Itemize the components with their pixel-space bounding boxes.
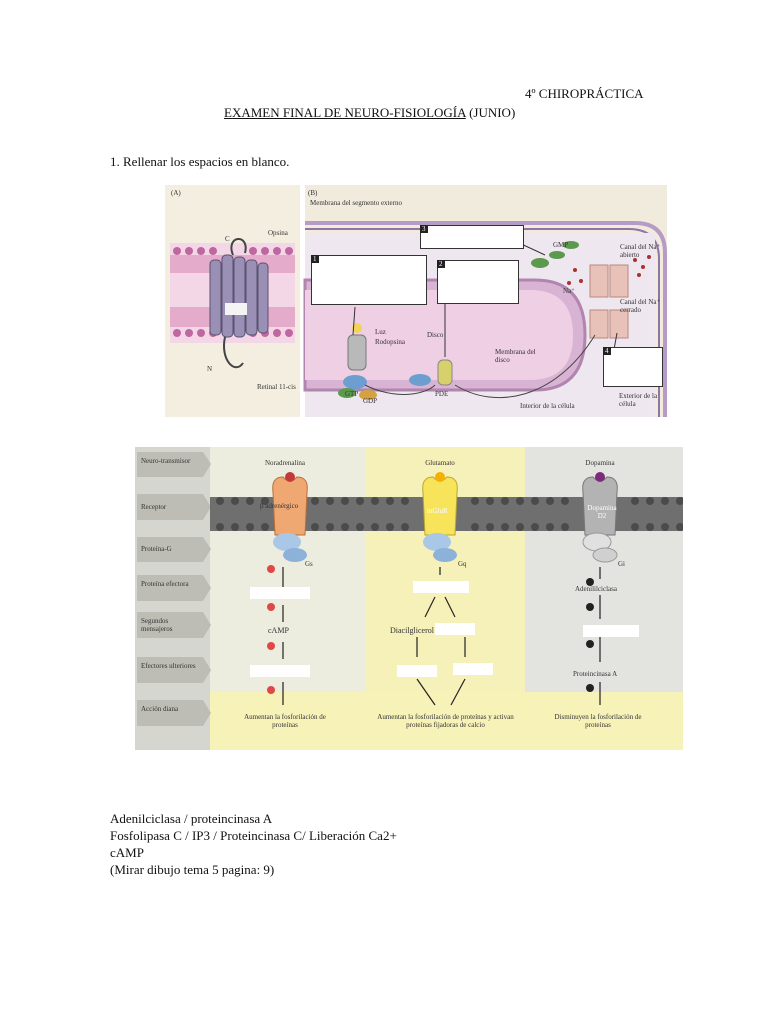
blank-box-4[interactable]: 4 <box>603 347 663 387</box>
blank-number-1: 1 <box>311 255 319 263</box>
answer-line-2: Fosfolipasa C / IP3 / Proteincinasa C/ L… <box>110 828 397 843</box>
row-label-neurotransmitter: Neuro-transmisor <box>141 457 191 465</box>
label-gmp: GMP <box>553 241 569 249</box>
blank-number-4: 4 <box>603 347 611 355</box>
course-label: 4º CHIROPRÁCTICA <box>525 86 644 101</box>
blank-box-3[interactable]: 3 <box>420 225 524 249</box>
col2-action: Aumentan la fosforilación de proteínas y… <box>377 713 514 729</box>
col2-second-messenger: Diacilglicerol <box>390 626 434 635</box>
answer-line-4: (Mirar dibujo tema 5 pagina: 9) <box>110 862 275 877</box>
label-rhodopsin: Rodopsina <box>375 338 405 346</box>
col3-receptor: Dopamina D2 <box>587 504 617 520</box>
col3-blank-second-messenger[interactable] <box>583 625 639 637</box>
exam-title: EXAMEN FINAL DE NEURO-FISIOLOGÍA (JUNIO) <box>224 105 515 121</box>
blank-number-3: 3 <box>420 225 428 233</box>
answer-line-3: cAMP <box>110 845 144 860</box>
col1-g-protein: Gs <box>305 560 313 568</box>
label-gdp: GDP <box>363 397 378 405</box>
label-channel-closed: Canal del Na⁺ cerrado <box>620 298 661 314</box>
figure-phototransduction: (A) C Opsina N Retinal 11-cis (B) Membra… <box>165 185 667 417</box>
row-label-g-protein: Proteína-G <box>141 545 172 553</box>
col1-blank-effector[interactable] <box>250 587 310 599</box>
col2-blank-further-effector-1[interactable] <box>397 665 437 677</box>
col3-action: Disminuyen la fosforilación de proteínas <box>554 713 642 729</box>
question-1-prompt: 1. Rellenar los espacios en blanco. <box>110 154 290 169</box>
col2-blank-effector[interactable] <box>413 581 469 593</box>
col2-g-protein: Gq <box>458 560 467 568</box>
label-channel-open: Canal del Na⁺ abierto <box>620 243 661 259</box>
figure-g-protein-pathways: Neuro-transmisor Receptor Proteína-G Pro… <box>135 447 684 750</box>
label-c-terminal: C <box>225 235 230 243</box>
row-label-receptor: Receptor <box>141 503 167 511</box>
col2-blank-further-effector-2[interactable] <box>453 663 493 675</box>
col2-neurotransmitter: Glutamato <box>425 459 455 467</box>
blank-number-2: 2 <box>437 260 445 268</box>
exam-title-suffix: (JUNIO) <box>465 105 516 120</box>
col2-receptor: mGluR <box>427 507 448 515</box>
col1-neurotransmitter: Noradrenalina <box>264 459 306 467</box>
panel-a-label: (A) <box>171 189 181 197</box>
label-opsin: Opsina <box>268 229 288 237</box>
label-na: Na⁺ <box>563 287 575 295</box>
label-pde: PDE <box>435 390 449 398</box>
label-n-terminal: N <box>207 365 213 373</box>
col3-further-effector: Proteincinasa A <box>573 670 618 678</box>
g-protein-diagram <box>135 447 684 750</box>
exam-title-main: EXAMEN FINAL DE NEURO-FISIOLOGÍA <box>224 105 466 120</box>
col3-neurotransmitter: Dopamina <box>585 459 615 467</box>
row-label-target-action: Acción diana <box>141 705 179 713</box>
label-cell-interior: Interior de la célula <box>520 402 575 410</box>
answers-block: Adenilciclasa / proteincinasa A Fosfolip… <box>110 810 397 878</box>
label-retinal: Retinal 11-cis <box>257 383 296 391</box>
row-label-effector: Proteína efectora <box>141 580 189 588</box>
label-outer-membrane: Membrana del segmento externo <box>310 199 402 207</box>
row-label-further-effectors: Efectores ulteriores <box>141 662 196 670</box>
blank-box-2[interactable]: 2 <box>437 260 519 304</box>
col1-second-messenger: cAMP <box>268 626 289 635</box>
col1-receptor: β adrenérgico <box>260 502 299 510</box>
panel-b-label: (B) <box>308 189 318 197</box>
col2-blank-second-messenger[interactable] <box>435 623 475 635</box>
answer-line-1: Adenilciclasa / proteincinasa A <box>110 811 273 826</box>
label-light: Luz <box>375 328 386 336</box>
row-label-second-messengers: Segundos mensajeros <box>141 617 173 633</box>
blank-box-1[interactable]: 1 <box>311 255 427 305</box>
label-disc: Disco <box>427 331 444 339</box>
col3-g-protein: Gi <box>618 560 625 568</box>
label-cell-exterior: Exterior de la célula <box>619 392 658 408</box>
col3-effector: Adenililciclasa <box>575 585 617 593</box>
col1-action: Aumentan la fosforilación de proteínas <box>244 713 326 729</box>
label-gtp: GTP <box>345 390 359 398</box>
col1-blank-further-effector[interactable] <box>250 665 310 677</box>
label-disc-membrane: Membrana del disco <box>495 348 536 364</box>
